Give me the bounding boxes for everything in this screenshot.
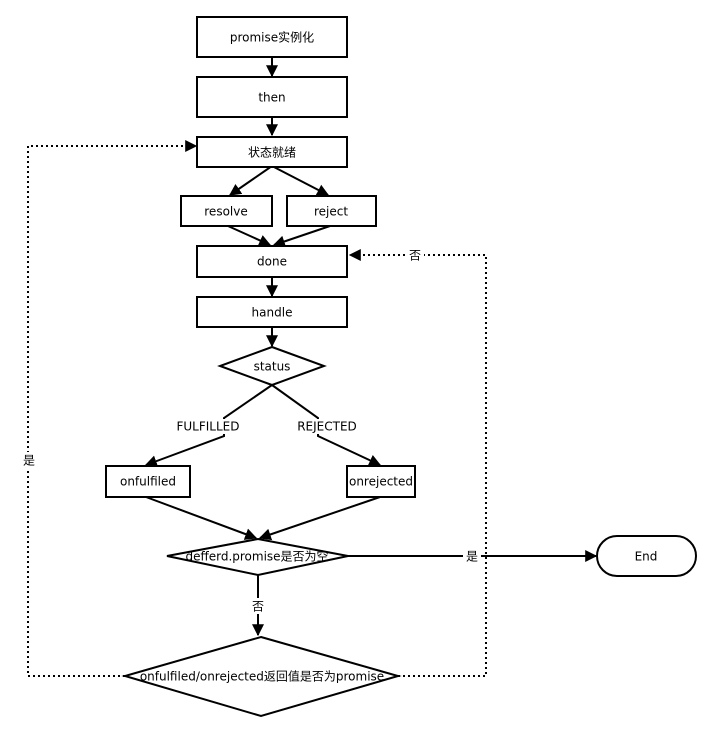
edge-label-rejected-text: REJECTED (297, 420, 357, 434)
edge-label-deferred-yes: 是 (463, 548, 481, 564)
edge-label-deferred-no-text: 否 (252, 600, 264, 614)
node-reject: reject (286, 195, 377, 227)
node-resolve-label: resolve (204, 205, 247, 219)
node-done-label: done (257, 255, 287, 269)
node-return-check-label: onfulfiled/onrejected返回值是否为promise (140, 669, 384, 684)
node-state-ready-label: 状态就绪 (248, 146, 296, 160)
node-deferred-check-label: defferd.promise是否为空 (185, 550, 328, 564)
node-status: status (217, 345, 327, 387)
edge-label-return-no: 否 (406, 247, 424, 263)
node-status-label: status (254, 360, 291, 374)
node-onfulfilled-label: onfulfiled (120, 475, 176, 489)
edge-resolve-to-done (227, 225, 272, 247)
node-state-ready: 状态就绪 (196, 136, 348, 168)
node-onfulfilled: onfulfiled (105, 465, 191, 498)
edge-return-yes-to-state-ready (27, 140, 198, 677)
edge-label-rejected: REJECTED (293, 419, 361, 434)
node-handle-label: handle (252, 306, 293, 320)
node-handle: handle (196, 296, 348, 328)
edge-label-fulfilled-text: FULFILLED (176, 420, 239, 434)
node-end: End (596, 535, 697, 577)
node-resolve: resolve (180, 195, 273, 227)
edge-onfulfilled-to-deferred (145, 496, 258, 540)
edge-label-deferred-yes-text: 是 (466, 550, 478, 564)
edge-state-ready-to-reject (271, 165, 330, 196)
edge-label-deferred-no: 否 (249, 598, 267, 614)
node-promise-instantiate-label: promise实例化 (230, 30, 314, 45)
node-reject-label: reject (314, 205, 348, 219)
node-return-check: onfulfiled/onrejected返回值是否为promise (121, 635, 402, 718)
edge-reject-to-done (272, 225, 331, 248)
node-then-label: then (258, 91, 285, 105)
node-onrejected: onrejected (346, 465, 416, 498)
edge-label-fulfilled: FULFILLED (174, 419, 242, 434)
edge-label-return-yes: 是 (20, 452, 38, 468)
node-promise-instantiate: promise实例化 (196, 16, 348, 58)
edge-onrejected-to-deferred (258, 496, 381, 541)
edge-label-return-yes-text: 是 (23, 454, 35, 468)
node-deferred-check: defferd.promise是否为空 (166, 537, 349, 577)
node-end-label: End (635, 550, 658, 564)
edge-label-return-no-text: 否 (409, 249, 421, 263)
node-then: then (196, 76, 348, 118)
edge-state-ready-to-resolve (229, 165, 273, 196)
node-onrejected-label: onrejected (349, 475, 413, 489)
node-done: done (196, 245, 348, 278)
